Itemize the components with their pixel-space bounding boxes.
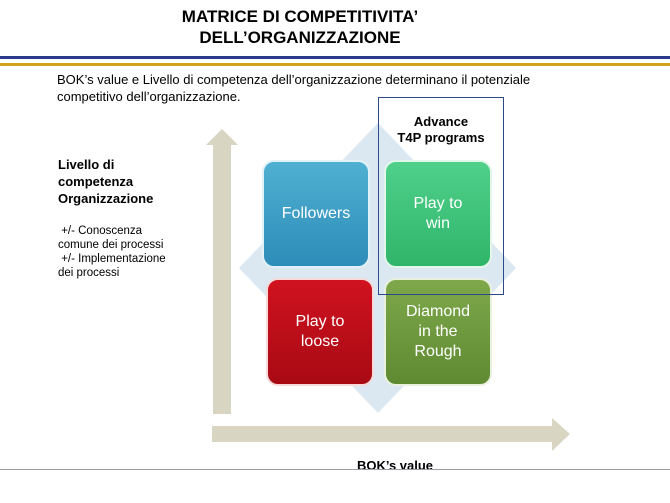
note-1-line-2: comune dei processi: [58, 239, 164, 251]
y-axis-arrow: [206, 129, 238, 414]
y-axis-notes: +/- Conoscenza comune dei processi +/- I…: [58, 224, 198, 280]
page-title: MATRICE DI COMPETITIVITA’ DELL’ORGANIZZA…: [0, 6, 600, 48]
quadrant-play-to-win: Play to win: [384, 160, 492, 268]
quadrant-diamond-in-the-rough: Diamond in the Rough: [384, 278, 492, 386]
advance-programs-box: [378, 97, 504, 295]
intro-line-1: BOK’s value e Livello di competenza dell…: [57, 72, 531, 87]
advance-programs-label: Advance T4P programs: [380, 114, 502, 146]
y-axis-label-line-3: Organizzazione: [58, 191, 154, 206]
header-rule-gold: [0, 63, 670, 66]
advance-line-2: T4P programs: [397, 130, 485, 145]
y-axis-label-line-1: Livello di: [58, 157, 115, 172]
y-axis-label-line-2: competenza: [58, 174, 134, 189]
quadrant-play-to-loose-line-1: Play to: [295, 313, 345, 330]
note-2-line-1: +/- Implementazione: [58, 253, 166, 265]
quadrant-play-to-loose-line-2: loose: [300, 333, 340, 350]
quadrant-play-to-win-line-2: win: [425, 215, 450, 232]
intro-line-2: competitivo dell’organizzazione.: [57, 89, 241, 104]
intro-text: BOK’s value e Livello di competenza dell…: [57, 71, 657, 105]
footer-rule: [0, 469, 670, 470]
quadrant-followers: Followers: [262, 160, 370, 268]
quadrant-followers-label: Followers: [281, 205, 351, 222]
advance-line-1: Advance: [413, 114, 469, 129]
header-rule-blue: [0, 56, 670, 59]
y-axis-label: Livello di competenza Organizzazione: [58, 156, 188, 207]
quadrant-play-to-win-line-1: Play to: [413, 195, 463, 212]
quadrant-play-to-loose: Play to loose: [266, 278, 374, 386]
title-line-1: MATRICE DI COMPETITIVITA’: [181, 7, 419, 26]
note-1-line-1: +/- Conoscenza: [58, 225, 143, 237]
quadrant-diamond-line-2: in the: [418, 323, 458, 340]
note-2-line-2: dei processi: [58, 267, 120, 279]
quadrant-diamond-line-1: Diamond: [405, 303, 471, 320]
x-axis-arrow: [212, 418, 570, 451]
x-axis-label: BOK’s value: [356, 458, 434, 473]
title-line-2: DELL’ORGANIZZAZIONE: [199, 28, 401, 47]
quadrant-diamond-line-3: Rough: [414, 343, 462, 360]
